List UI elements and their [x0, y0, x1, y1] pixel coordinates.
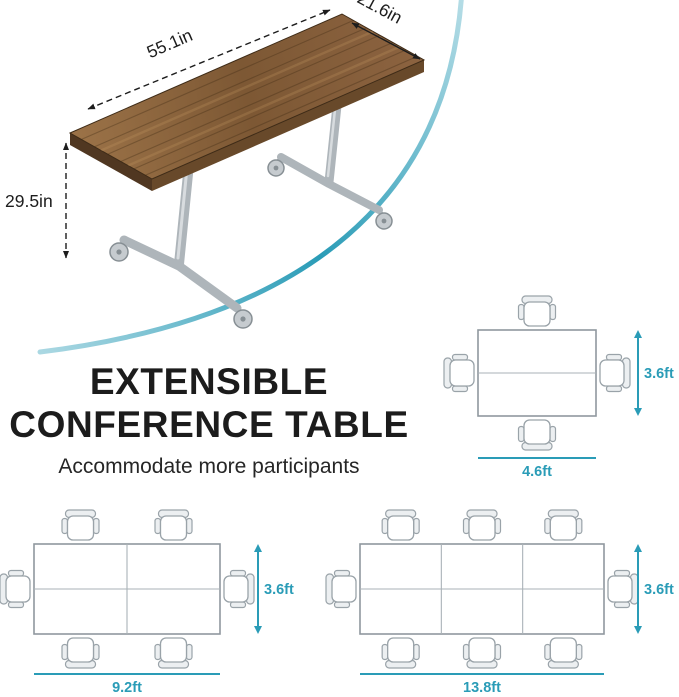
- height-dimension: 3.6ft: [634, 544, 674, 634]
- chair-icon: [61, 637, 100, 669]
- height-dimension: 3.6ft: [634, 330, 674, 416]
- chair-icon: [443, 353, 475, 393]
- depth-dimension-label: 21.6in: [354, 0, 405, 28]
- title-line-1: EXTENSIBLE: [89, 361, 329, 402]
- chair-icon: [154, 637, 193, 669]
- width-dimension-label: 4.6ft: [522, 464, 552, 480]
- chair-icon: [0, 569, 31, 609]
- width-dimension-label: 13.8ft: [463, 680, 501, 696]
- chair-icon: [462, 509, 502, 541]
- seating-diagram-13_8ft: 3.6ft 13.8ft: [325, 509, 674, 696]
- caster-wheel-icon: [267, 155, 285, 177]
- table-top-view: [359, 543, 605, 635]
- height-dimension-hero: 29.5in: [5, 142, 69, 259]
- height-dimension-label: 3.6ft: [644, 366, 674, 382]
- table-leg-right: [267, 91, 393, 230]
- seating-diagram-9_2ft: 3.6ft 9.2ft: [0, 509, 294, 696]
- chair-icon: [154, 509, 193, 541]
- length-dimension-label: 55.1in: [144, 25, 196, 62]
- chair-icon: [517, 295, 557, 327]
- product-subtitle: Accommodate more participants: [58, 455, 360, 479]
- tabletop: [68, 13, 426, 191]
- height-dimension: 3.6ft: [254, 544, 294, 634]
- height-dimension-label: 29.5in: [5, 191, 53, 211]
- chair-icon: [223, 569, 255, 609]
- chair-icon: [325, 569, 357, 609]
- seating-diagram-4_6ft: 3.6ft 4.6ft: [443, 295, 674, 480]
- table-top-view: [33, 543, 221, 635]
- title-line-2: CONFERENCE TABLE: [9, 403, 409, 445]
- table-leg-left: [109, 149, 253, 329]
- chair-icon: [462, 637, 502, 669]
- chair-icon: [381, 509, 420, 541]
- chair-icon: [517, 419, 557, 451]
- hero-illustration: 55.1in 21.6in 29.5in: [5, 0, 464, 355]
- width-dimension: 4.6ft: [478, 457, 596, 480]
- caster-wheel-icon: [233, 306, 253, 329]
- chair-icon: [61, 509, 100, 541]
- chair-icon: [381, 637, 420, 669]
- decorative-arc: [37, 0, 464, 355]
- caster-wheel-icon: [375, 208, 393, 230]
- table-top-view: [477, 329, 597, 417]
- width-dimension: 13.8ft: [360, 673, 604, 696]
- chair-icon: [544, 509, 583, 541]
- width-dimension-label: 9.2ft: [112, 680, 142, 696]
- chair-icon: [544, 637, 583, 669]
- width-dimension: 9.2ft: [34, 673, 220, 696]
- chair-icon: [599, 353, 631, 393]
- chair-icon: [607, 569, 639, 609]
- caster-wheel-icon: [109, 238, 129, 262]
- height-dimension-label: 3.6ft: [644, 582, 674, 598]
- height-dimension-label: 3.6ft: [264, 582, 294, 598]
